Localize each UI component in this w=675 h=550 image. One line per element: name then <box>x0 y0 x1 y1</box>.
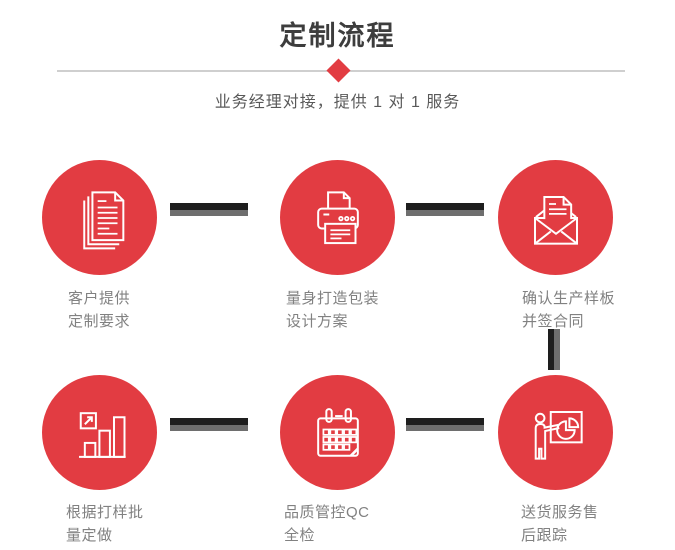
step-label-line: 后跟踪 <box>521 527 568 544</box>
diamond-icon <box>326 58 351 83</box>
connector-bar <box>170 418 248 431</box>
envelope-icon <box>533 195 578 245</box>
step-circle-5 <box>280 375 395 490</box>
step-circle-4 <box>42 375 157 490</box>
presentation-icon <box>534 410 583 460</box>
step-label-line: 品质管控QC <box>284 504 370 521</box>
connector-bar <box>406 418 484 431</box>
step-label-5: 品质管控QC 全检 <box>284 501 370 547</box>
printer-icon <box>316 190 359 244</box>
step-label-line: 量定做 <box>66 527 113 544</box>
connector-bar-vertical <box>548 329 560 370</box>
step-label-3: 确认生产样板 并签合同 <box>522 287 615 333</box>
step-label-line: 根据打样批 <box>66 504 144 521</box>
step-label-line: 全检 <box>284 527 316 544</box>
connector-bar <box>170 203 248 216</box>
step-circle-6 <box>498 375 613 490</box>
step-label-line: 量身打造包装 <box>286 290 380 307</box>
step-label-2: 量身打造包装 设计方案 <box>286 287 379 333</box>
step-label-line: 定制要求 <box>68 313 131 330</box>
page-title: 定制流程 <box>279 21 396 51</box>
step-label-6: 送货服务售 后跟踪 <box>521 501 599 547</box>
documents-icon <box>82 190 124 249</box>
step-circle-1 <box>42 160 157 275</box>
step-label-line: 并签合同 <box>522 313 585 330</box>
step-label-line: 设计方案 <box>286 313 349 330</box>
step-circle-3 <box>498 160 613 275</box>
connector-bar <box>406 203 484 216</box>
step-label-4: 根据打样批 量定做 <box>66 501 144 547</box>
calendar-icon <box>316 407 359 457</box>
bar-chart-icon <box>78 411 126 458</box>
step-label-line: 确认生产样板 <box>522 290 616 307</box>
subtitle: 业务经理对接，提供 1 对 1 服务 <box>214 94 461 111</box>
step-label-line: 送货服务售 <box>521 504 599 521</box>
step-circle-2 <box>280 160 395 275</box>
step-label-1: 客户提供 定制要求 <box>68 287 130 333</box>
step-label-line: 客户提供 <box>68 290 131 307</box>
